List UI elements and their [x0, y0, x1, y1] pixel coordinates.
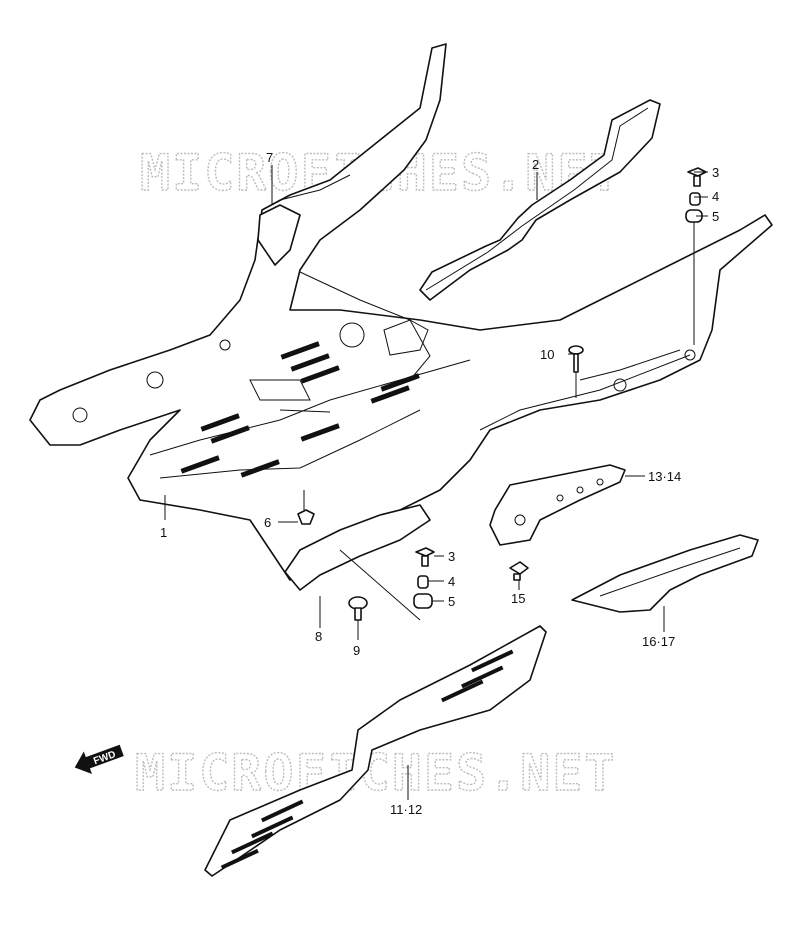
- part-3-bolt-lower: [415, 547, 435, 567]
- callout-4-upper: 4: [712, 189, 719, 204]
- callout-7: 7: [266, 150, 273, 165]
- forward-arrow-icon: FWD: [74, 744, 124, 775]
- watermark-bottom: MICROFICHES.NET: [135, 744, 617, 802]
- callout-1: 1: [160, 525, 167, 540]
- part-9-rivet: [348, 596, 368, 621]
- part-2-cover: [419, 99, 661, 301]
- callout-3-lower: 3: [448, 549, 455, 564]
- callout-2: 2: [532, 157, 539, 172]
- callout-8: 8: [315, 629, 322, 644]
- mat-grille: [220, 649, 514, 870]
- callout-13-14: 13·14: [648, 469, 681, 484]
- callout-5-upper: 5: [712, 209, 719, 224]
- callout-11-12: 11·12: [390, 802, 422, 817]
- callout-3-upper: 3: [712, 165, 719, 180]
- part-3-bolt-upper: [687, 167, 707, 187]
- callout-10: 10: [540, 347, 554, 362]
- floor-vent-grille: [180, 341, 420, 478]
- leader-lines: [164, 165, 708, 800]
- callout-6: 6: [264, 515, 271, 530]
- part-13-14-bracket: [489, 464, 626, 546]
- fwd-label: FWD: [92, 749, 117, 767]
- part-11-12-mat: [204, 625, 547, 877]
- callout-4-lower: 4: [448, 574, 455, 589]
- callout-9: 9: [353, 643, 360, 658]
- part-7-side-cover: [257, 204, 301, 266]
- part-8-bracket: [284, 504, 431, 591]
- callout-15: 15: [511, 591, 525, 606]
- part-4-collar-lower: [417, 575, 429, 589]
- part-15-bolt: [509, 561, 529, 581]
- part-1-floor-frame: [29, 43, 773, 581]
- callout-5-lower: 5: [448, 594, 455, 609]
- part-16-17-plate: [571, 534, 759, 613]
- part-5-grommet-lower: [413, 593, 433, 609]
- part-6-clip: [297, 509, 315, 525]
- callout-16-17: 16·17: [642, 634, 675, 649]
- part-4-collar-upper: [689, 192, 701, 206]
